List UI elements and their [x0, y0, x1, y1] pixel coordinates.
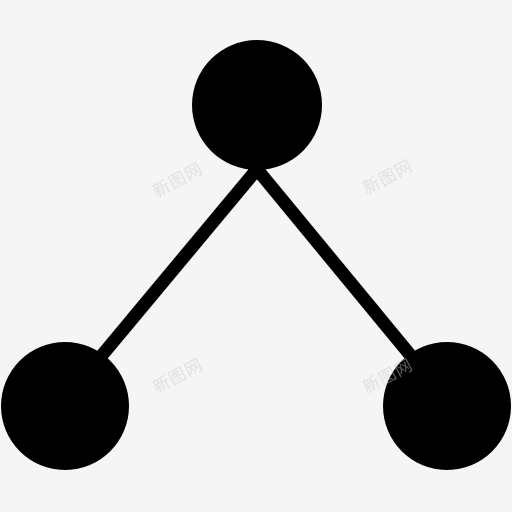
right-connector-line: [250, 163, 422, 367]
bottom-left-node-circle: [1, 342, 129, 470]
left-connector-line: [93, 163, 263, 365]
top-node-circle: [192, 40, 322, 170]
bottom-right-node-circle: [383, 342, 511, 470]
